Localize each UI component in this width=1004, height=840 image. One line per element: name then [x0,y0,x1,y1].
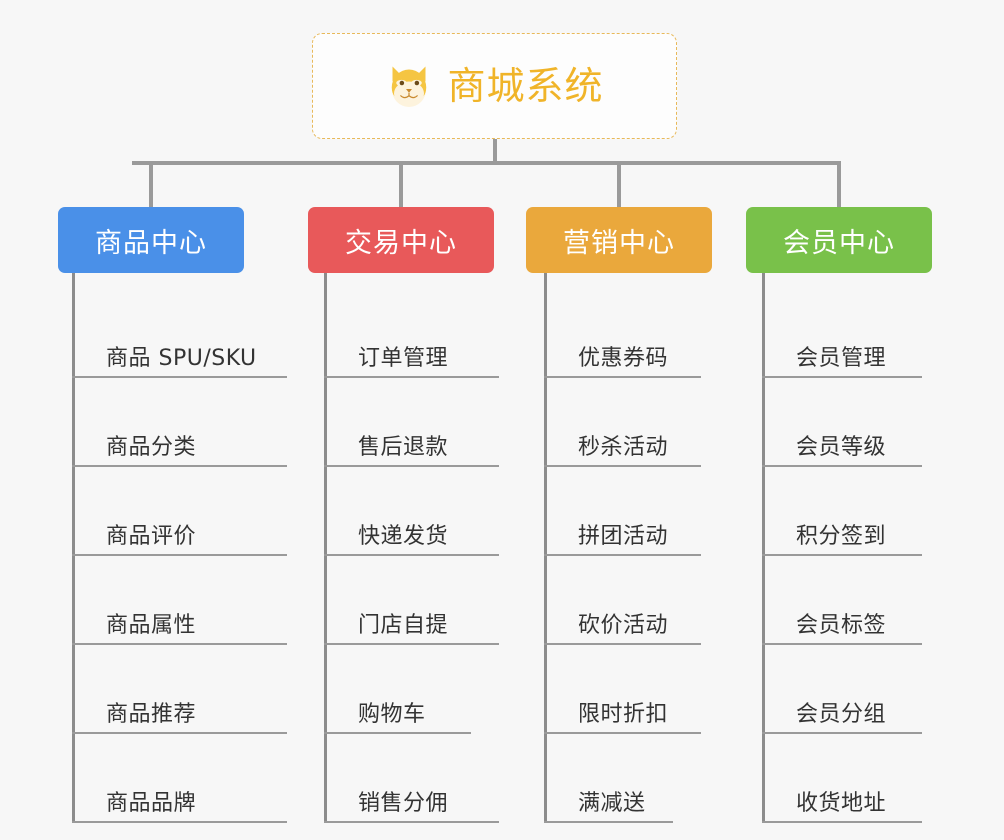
category-title: 营销中心 [563,227,675,259]
leaf-label: 商品品牌 [106,790,197,816]
category-box-4[interactable]: 会员中心 [746,207,932,273]
leaf-label: 销售分佣 [358,790,449,816]
branch-column-1: 商品 SPU/SKU 商品分类商品评价商品属性商品推荐商品品牌 [72,273,327,825]
connector-horizontal-bus [132,161,840,165]
leaf-label: 商品评价 [106,523,197,549]
connector-drop-1 [149,161,153,208]
branch-spine [762,273,765,823]
leaf-label: 拼团活动 [578,523,669,549]
leaf-label: 商品 SPU/SKU [106,345,257,371]
leaf-label: 商品属性 [106,612,197,638]
leaf-item[interactable]: 销售分佣 [324,734,499,823]
leaf-item[interactable]: 优惠券码 [544,289,701,378]
leaf-item[interactable]: 订单管理 [324,289,499,378]
leaf-label: 砍价活动 [578,612,669,638]
leaf-item[interactable]: 商品分类 [72,378,287,467]
category-box-1[interactable]: 商品中心 [58,207,244,273]
root-title: 商城系统 [447,64,604,108]
leaf-label: 积分签到 [796,523,887,549]
leaf-label: 商品分类 [106,434,197,460]
category-title: 商品中心 [95,227,207,259]
category-title: 会员中心 [783,227,895,259]
leaf-label: 售后退款 [358,434,449,460]
leaf-label: 收货地址 [796,790,887,816]
category-title: 交易中心 [345,227,457,259]
leaf-item[interactable]: 商品 SPU/SKU [72,289,287,378]
leaf-item[interactable]: 商品评价 [72,467,287,556]
connector-drop-2 [399,161,403,208]
shiba-dog-icon [392,66,427,107]
leaf-label: 优惠券码 [578,345,669,371]
leaf-label: 门店自提 [358,612,449,638]
leaf-item[interactable]: 购物车 [324,645,471,734]
leaf-item[interactable]: 收货地址 [762,734,922,823]
leaf-item[interactable]: 满减送 [544,734,673,823]
leaf-label: 订单管理 [358,345,449,371]
branch-spine [544,273,547,823]
leaf-label: 购物车 [358,701,426,727]
leaf-label: 会员标签 [796,612,887,638]
branch-column-4: 会员管理会员等级积分签到会员标签会员分组收货地址 [762,273,962,825]
leaf-label: 会员等级 [796,434,887,460]
leaf-item[interactable]: 商品推荐 [72,645,287,734]
leaf-item[interactable]: 会员管理 [762,289,922,378]
leaf-item[interactable]: 砍价活动 [544,556,701,645]
connector-drop-3 [617,161,621,208]
leaf-item[interactable]: 拼团活动 [544,467,701,556]
leaf-item[interactable]: 商品属性 [72,556,287,645]
leaf-item[interactable]: 快递发货 [324,467,499,556]
branch-spine [324,273,327,823]
branch-column-2: 订单管理售后退款快递发货门店自提购物车销售分佣 [324,273,539,825]
leaf-item[interactable]: 会员分组 [762,645,922,734]
leaf-item[interactable]: 商品品牌 [72,734,287,823]
leaf-label: 快递发货 [358,523,449,549]
leaf-label: 秒杀活动 [578,434,669,460]
leaf-item[interactable]: 会员标签 [762,556,922,645]
connector-drop-4 [837,161,841,208]
leaf-label: 商品推荐 [106,701,197,727]
category-box-2[interactable]: 交易中心 [308,207,494,273]
category-box-3[interactable]: 营销中心 [526,207,712,273]
branch-spine [72,273,75,823]
branch-column-3: 优惠券码秒杀活动拼团活动砍价活动限时折扣满减送 [544,273,741,825]
leaf-label: 限时折扣 [578,701,669,727]
leaf-item[interactable]: 限时折扣 [544,645,701,734]
leaf-label: 满减送 [578,790,646,816]
leaf-item[interactable]: 积分签到 [762,467,922,556]
leaf-label: 会员管理 [796,345,887,371]
leaf-label: 会员分组 [796,701,887,727]
root-node[interactable]: 商城系统 [312,33,677,139]
leaf-item[interactable]: 会员等级 [762,378,922,467]
connector-root-stem [493,139,497,164]
leaf-item[interactable]: 售后退款 [324,378,499,467]
leaf-item[interactable]: 门店自提 [324,556,499,645]
leaf-item[interactable]: 秒杀活动 [544,378,701,467]
